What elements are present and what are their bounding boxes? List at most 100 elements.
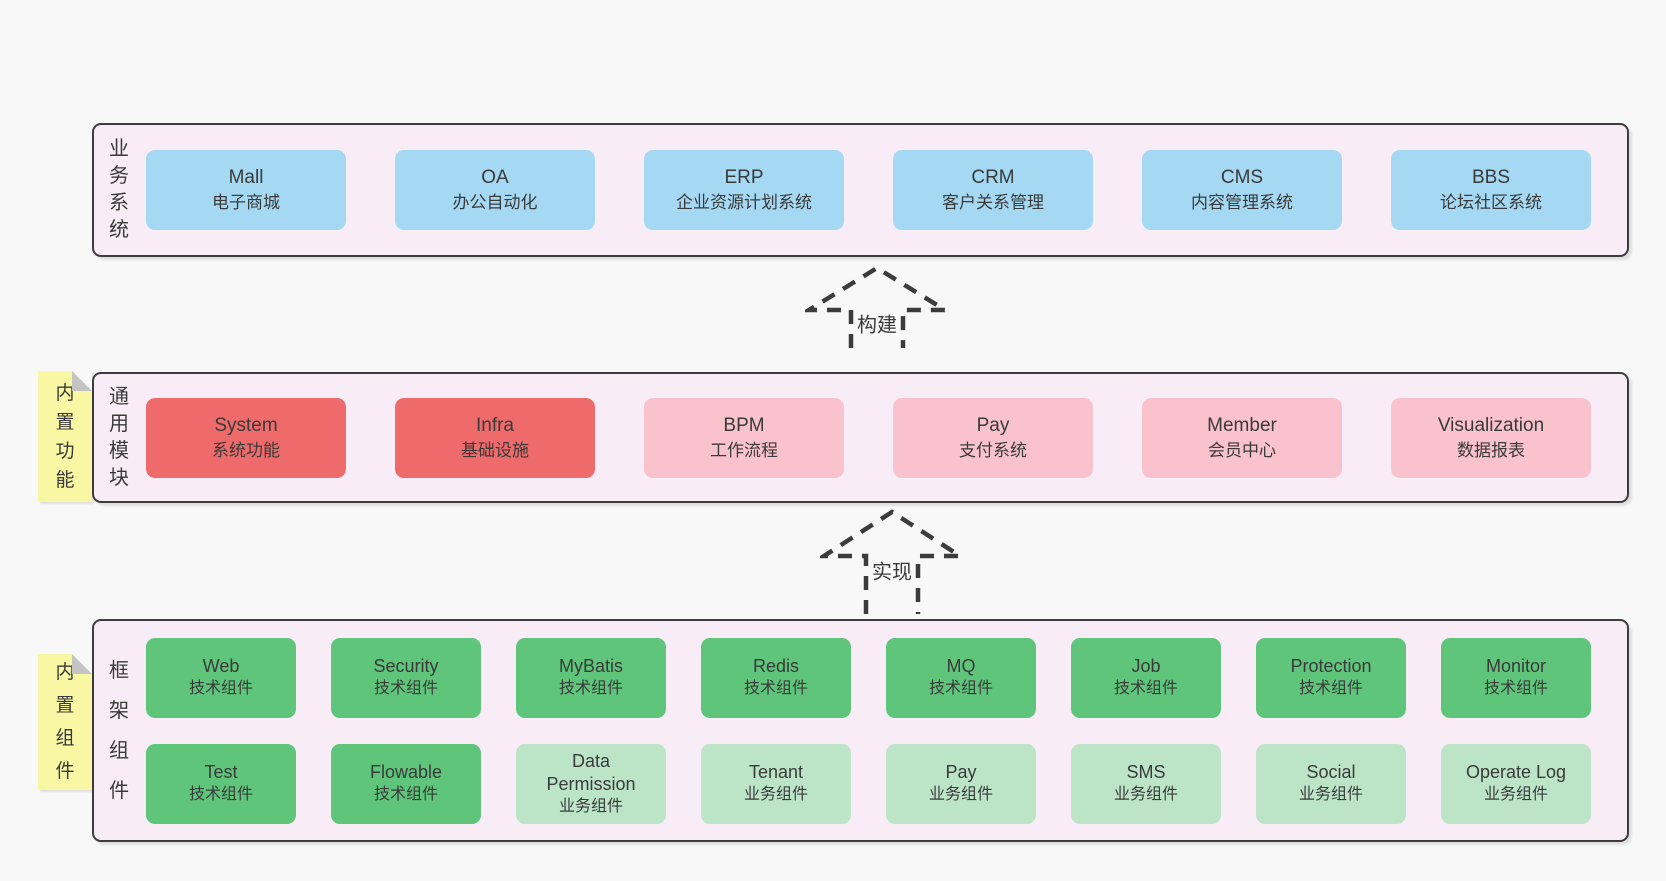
box-title: BBS xyxy=(1471,167,1511,188)
box-subtitle: 系统功能 xyxy=(212,440,280,460)
box-subtitle: 工作流程 xyxy=(710,440,778,460)
box-subtitle: 业务组件 xyxy=(1483,786,1548,803)
diagram-box-crm: CRM 客户关系管理 xyxy=(893,150,1093,230)
box-title: Security xyxy=(373,656,439,676)
diagram-box-pay-module: Pay 支付系统 xyxy=(893,397,1093,478)
box-subtitle: 客户关系管理 xyxy=(942,193,1044,212)
box-title: Pay xyxy=(945,762,977,782)
diagram-box-protection: Protection 技术组件 xyxy=(1256,637,1406,718)
box-subtitle: 业务组件 xyxy=(928,786,993,803)
box-subtitle: 业务组件 xyxy=(1298,786,1363,803)
box-title: MQ xyxy=(946,656,976,676)
box-subtitle: 技术组件 xyxy=(188,786,253,803)
box-title: Web xyxy=(202,656,240,676)
modules-box-row: System 系统功能 Infra 基础设施 BPM 工作流程 Pay 支付系统… xyxy=(146,397,1591,478)
diagram-box-data-permission: Data Permission 业务组件 xyxy=(516,743,666,824)
box-title: ERP xyxy=(724,167,764,188)
band-business-content: Mall 电子商城 OA 办公自动化 ERP 企业资源计划系统 CRM 客户关系… xyxy=(132,150,1627,230)
diagram-box-monitor: Monitor 技术组件 xyxy=(1441,637,1591,718)
box-title: Pay xyxy=(976,414,1010,436)
diagram-box-social: Social 业务组件 xyxy=(1256,743,1406,824)
band-label-common-modules: 通用模块 xyxy=(109,385,129,489)
box-title: Monitor xyxy=(1485,656,1547,676)
business-box-row: Mall 电子商城 OA 办公自动化 ERP 企业资源计划系统 CRM 客户关系… xyxy=(146,150,1591,230)
box-subtitle: 技术组件 xyxy=(743,680,808,697)
band-modules-content: System 系统功能 Infra 基础设施 BPM 工作流程 Pay 支付系统… xyxy=(132,397,1627,478)
box-subtitle: 内容管理系统 xyxy=(1191,193,1293,212)
sticky-note-text: 内置组件 xyxy=(55,662,75,782)
diagram-box-infra: Infra 基础设施 xyxy=(395,397,595,478)
sticky-note-built-in-features: 内置功能 xyxy=(38,371,92,502)
band-framework-components: 框架组件 Web 技术组件 Security 技术组件 MyBatis 技术组件… xyxy=(92,619,1629,842)
box-title: CRM xyxy=(971,167,1015,188)
box-title: Data Permission xyxy=(546,750,636,794)
box-subtitle: 技术组件 xyxy=(1483,680,1548,697)
framework-box-row-1: Web 技术组件 Security 技术组件 MyBatis 技术组件 Redi… xyxy=(146,637,1591,718)
diagram-box-bbs: BBS 论坛社区系统 xyxy=(1391,150,1591,230)
box-subtitle: 技术组件 xyxy=(1113,680,1178,697)
band-label-business-systems: 业务系统 xyxy=(109,138,129,241)
box-subtitle: 办公自动化 xyxy=(452,193,538,212)
diagram-box-job: Job 技术组件 xyxy=(1071,637,1221,718)
box-title: Member xyxy=(1207,414,1277,436)
dashed-up-arrow-implement xyxy=(820,509,964,614)
box-title: Redis xyxy=(752,656,800,676)
diagram-box-cms: CMS 内容管理系统 xyxy=(1142,150,1342,230)
diagram-box-web: Web 技术组件 xyxy=(146,637,296,718)
band-framework-content: Web 技术组件 Security 技术组件 MyBatis 技术组件 Redi… xyxy=(132,637,1627,824)
box-subtitle: 业务组件 xyxy=(558,797,623,815)
box-subtitle: 技术组件 xyxy=(1298,680,1363,697)
diagram-box-test: Test 技术组件 xyxy=(146,743,296,824)
diagram-box-pay-component: Pay 业务组件 xyxy=(886,743,1036,824)
dashed-up-arrow-build xyxy=(805,265,949,348)
diagram-box-security: Security 技术组件 xyxy=(331,637,481,718)
arrow-label-build: 构建 xyxy=(854,307,900,339)
diagram-box-sms: SMS 业务组件 xyxy=(1071,743,1221,824)
box-title: Test xyxy=(204,762,238,782)
box-subtitle: 技术组件 xyxy=(558,680,623,697)
box-subtitle: 业务组件 xyxy=(1113,786,1178,803)
box-title: Mall xyxy=(228,167,264,188)
box-title: CMS xyxy=(1220,167,1264,188)
box-subtitle: 会员中心 xyxy=(1208,440,1276,460)
sticky-note-built-in-components: 内置组件 xyxy=(38,654,92,790)
diagram-box-operate-log: Operate Log 业务组件 xyxy=(1441,743,1591,824)
band-label-framework-components: 框架组件 xyxy=(109,659,129,802)
diagram-box-mq: MQ 技术组件 xyxy=(886,637,1036,718)
diagram-box-erp: ERP 企业资源计划系统 xyxy=(644,150,844,230)
box-title: Social xyxy=(1306,762,1356,782)
box-title: MyBatis xyxy=(558,656,623,676)
diagram-box-oa: OA 办公自动化 xyxy=(395,150,595,230)
box-title: System xyxy=(214,414,278,436)
box-subtitle: 技术组件 xyxy=(188,680,253,697)
diagram-box-member: Member 会员中心 xyxy=(1142,397,1342,478)
box-title: Flowable xyxy=(369,762,443,782)
box-title: Protection xyxy=(1290,656,1372,676)
box-subtitle: 技术组件 xyxy=(928,680,993,697)
band-common-modules: 通用模块 System 系统功能 Infra 基础设施 BPM 工作流程 Pay… xyxy=(92,372,1629,503)
box-title: OA xyxy=(481,167,509,188)
box-title: Job xyxy=(1131,656,1161,676)
band-business-systems: 业务系统 Mall 电子商城 OA 办公自动化 ERP 企业资源计划系统 CRM… xyxy=(92,123,1629,257)
diagram-box-system: System 系统功能 xyxy=(146,397,346,478)
framework-box-row-2: Test 技术组件 Flowable 技术组件 Data Permission … xyxy=(146,743,1591,824)
box-title: Infra xyxy=(475,414,515,436)
box-subtitle: 技术组件 xyxy=(373,786,438,803)
arrow-label-implement: 实现 xyxy=(869,554,915,586)
box-subtitle: 数据报表 xyxy=(1457,440,1525,460)
box-subtitle: 基础设施 xyxy=(461,440,529,460)
box-subtitle: 电子商城 xyxy=(212,193,280,212)
box-subtitle: 支付系统 xyxy=(959,440,1027,460)
box-subtitle: 技术组件 xyxy=(373,680,438,697)
diagram-box-mall: Mall 电子商城 xyxy=(146,150,346,230)
diagram-box-tenant: Tenant 业务组件 xyxy=(701,743,851,824)
sticky-note-text: 内置功能 xyxy=(55,382,75,491)
box-subtitle: 论坛社区系统 xyxy=(1440,193,1542,212)
box-subtitle: 业务组件 xyxy=(743,786,808,803)
box-title: Visualization xyxy=(1437,414,1545,436)
box-subtitle: 企业资源计划系统 xyxy=(676,193,812,212)
diagram-box-bpm: BPM 工作流程 xyxy=(644,397,844,478)
diagram-box-visualization: Visualization 数据报表 xyxy=(1391,397,1591,478)
diagram-box-flowable: Flowable 技术组件 xyxy=(331,743,481,824)
